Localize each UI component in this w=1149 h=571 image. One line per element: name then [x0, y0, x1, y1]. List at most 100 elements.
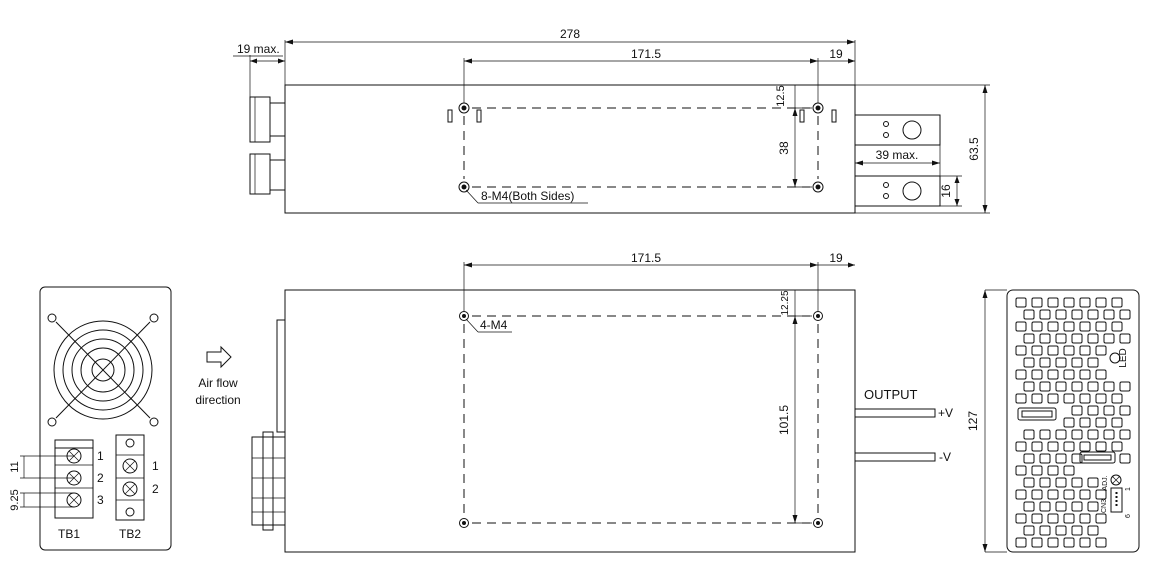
vent-slot — [1039, 453, 1051, 464]
plus-v-label: +V — [938, 406, 953, 420]
vent-slot — [1119, 333, 1131, 344]
vent-slot — [1039, 333, 1051, 344]
vent-slot — [1095, 297, 1107, 308]
vent-grid — [1015, 297, 1131, 548]
vent-slot — [1047, 393, 1059, 404]
tb2-label: TB2 — [119, 527, 141, 541]
dim-side-hole-spacing-y: 101.5 — [777, 405, 791, 435]
vent-slot — [1063, 417, 1075, 428]
vent-slot — [1039, 381, 1051, 392]
vent-slot — [1039, 309, 1051, 320]
vent-slot — [1055, 357, 1067, 368]
dim-hole-offset-right: 19 — [829, 47, 843, 61]
vent-slot — [1111, 297, 1123, 308]
vent-slot — [1063, 297, 1075, 308]
airflow-arrow-icon — [206, 345, 232, 369]
vent-slot — [1087, 525, 1099, 536]
vent-slot — [1119, 309, 1131, 320]
input-panel — [39, 286, 172, 551]
vent-slot — [1015, 537, 1027, 548]
cn3-pin1: 1 — [1125, 487, 1132, 491]
airflow-label-line2: direction — [195, 393, 240, 407]
tb2-pin-2: 2 — [152, 482, 159, 496]
vent-slot — [1071, 501, 1083, 512]
output-bar-minus — [854, 452, 936, 462]
tb2-pin-1: 1 — [152, 459, 159, 473]
vent-slot — [1031, 393, 1043, 404]
dim-front-protrusion: 19 max. — [237, 42, 280, 56]
vent-slot — [1071, 381, 1083, 392]
vent-slot — [1031, 513, 1043, 524]
led-label: LED — [1118, 348, 1129, 367]
vent-slot — [1087, 405, 1099, 416]
cn3-connector — [1110, 487, 1123, 513]
vent-slot — [1119, 429, 1131, 440]
dim-terminal-height: 16 — [939, 184, 953, 198]
output-bar-plus — [854, 408, 936, 418]
vent-slot — [1015, 441, 1027, 452]
vent-slot — [1015, 321, 1027, 332]
vent-slot — [1055, 477, 1067, 488]
side-view: OUTPUT +V -V 171.5 19 12.25 101.5 — [251, 251, 953, 553]
vent-slot — [1095, 489, 1107, 500]
vent-slot — [1071, 525, 1083, 536]
vent-slot — [1079, 321, 1091, 332]
airflow-label-line1: Air flow — [198, 376, 238, 390]
output-end-view: 127 LED ADJ. CN3 1 6 — [966, 289, 1140, 553]
note-4-m4: 4-M4 — [480, 318, 508, 332]
vent-slot — [1071, 405, 1083, 416]
dim-overall-length: 278 — [560, 27, 580, 41]
vent-slot — [1055, 309, 1067, 320]
vent-slot — [1063, 465, 1075, 476]
vent-slot — [1055, 333, 1067, 344]
dim-side-hole-spacing-x: 171.5 — [631, 251, 661, 265]
vent-slot — [1063, 369, 1075, 380]
vent-slot — [1055, 525, 1067, 536]
vent-slot — [1047, 345, 1059, 356]
adj-label: ADJ. — [1102, 475, 1109, 490]
vent-slot — [1047, 513, 1059, 524]
vent-slot — [1087, 357, 1099, 368]
vent-slot — [1071, 333, 1083, 344]
vent-slot — [1079, 369, 1091, 380]
vent-slot — [1039, 357, 1051, 368]
vent-slot — [1095, 393, 1107, 404]
vent-slot — [1111, 441, 1123, 452]
led-icon — [1109, 352, 1121, 364]
vent-slot — [1023, 357, 1035, 368]
minus-v-label: -V — [939, 450, 951, 464]
vent-slot — [1087, 309, 1099, 320]
vent-slot — [1015, 297, 1027, 308]
vent-slot — [1015, 345, 1027, 356]
vent-slot — [1023, 429, 1035, 440]
tb1-label: TB1 — [58, 527, 80, 541]
vent-slot — [1079, 345, 1091, 356]
vent-slot — [1023, 333, 1035, 344]
output-panel — [1006, 289, 1140, 553]
vent-slot — [1023, 453, 1035, 464]
vent-slot — [1047, 465, 1059, 476]
vent-slot — [1119, 381, 1131, 392]
adj-pot-icon — [1110, 474, 1122, 486]
top-view-terminal-plus — [854, 114, 941, 146]
vent-slot — [1023, 309, 1035, 320]
vent-slot — [1119, 405, 1131, 416]
vent-slot — [1015, 465, 1027, 476]
vent-slot — [1111, 417, 1123, 428]
vent-slot — [1063, 489, 1075, 500]
vent-slot — [1119, 453, 1131, 464]
top-view-connector-upper — [249, 96, 271, 143]
vent-slot — [1079, 441, 1091, 452]
vent-slot — [1087, 333, 1099, 344]
cn3-pin6: 6 — [1125, 514, 1132, 518]
vent-slot — [1103, 309, 1115, 320]
dim-end-height: 127 — [966, 411, 980, 431]
vent-slot — [1095, 537, 1107, 548]
terminal-block-tb1 — [54, 439, 94, 519]
vent-slot — [1031, 321, 1043, 332]
vent-slot — [1103, 429, 1115, 440]
top-view-terminal-minus — [854, 175, 941, 207]
vent-slot — [1087, 477, 1099, 488]
vent-slot — [1039, 429, 1051, 440]
top-view: 278 19 max. 171.5 19 12.5 38 63.5 — [233, 27, 990, 214]
